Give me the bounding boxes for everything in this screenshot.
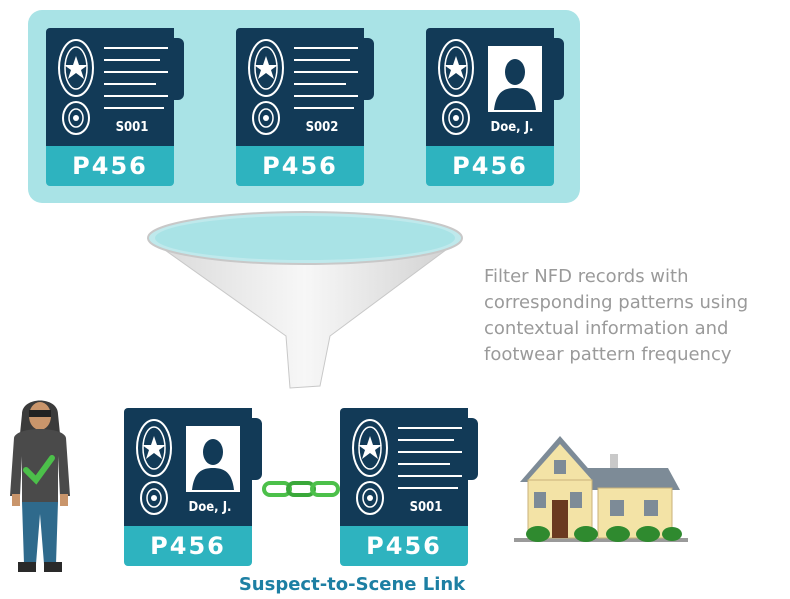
shoeprint-icon xyxy=(136,419,172,515)
record-text-lines xyxy=(398,427,462,489)
pattern-code: P456 xyxy=(426,146,554,186)
record-card-s001: S001 P456 xyxy=(46,28,184,186)
record-id: S001 xyxy=(115,120,149,135)
suspect-photo-icon xyxy=(186,426,240,492)
filter-line-1: Filter NFD records with xyxy=(484,266,689,287)
shoeprint-icon xyxy=(352,419,388,515)
pattern-code: P456 xyxy=(46,146,174,186)
shoeprint-icon xyxy=(438,39,474,135)
crime-scene-house-icon xyxy=(514,436,688,542)
suspect-record-card: Doe, J. P456 xyxy=(124,408,262,566)
suspect-to-scene-link-label: Suspect-to-Scene Link xyxy=(238,574,466,595)
record-text-lines xyxy=(104,47,168,109)
record-id: Doe, J. xyxy=(490,120,534,135)
filter-line-4: footwear pattern frequency xyxy=(484,344,732,365)
chain-link-icon xyxy=(262,481,340,497)
record-card-s002: S002 P456 xyxy=(236,28,374,186)
record-id: S002 xyxy=(305,120,339,135)
record-id: S001 xyxy=(409,500,443,515)
funnel-icon xyxy=(147,211,463,389)
filter-line-3: contextual information and xyxy=(484,318,729,339)
filter-description: Filter NFD records with corresponding pa… xyxy=(484,264,784,368)
scene-record-card: S001 P456 xyxy=(340,408,478,566)
pattern-code: P456 xyxy=(124,526,252,566)
shoeprint-icon xyxy=(248,39,284,135)
filter-line-2: corresponding patterns using xyxy=(484,292,749,313)
pattern-code: P456 xyxy=(340,526,468,566)
record-id: Doe, J. xyxy=(188,500,232,515)
shoeprint-icon xyxy=(58,39,94,135)
suspect-figure-icon xyxy=(10,400,70,572)
suspect-photo-icon xyxy=(488,46,542,112)
pattern-code: P456 xyxy=(236,146,364,186)
record-card-doe: Doe, J. P456 xyxy=(426,28,564,186)
record-text-lines xyxy=(294,47,358,109)
